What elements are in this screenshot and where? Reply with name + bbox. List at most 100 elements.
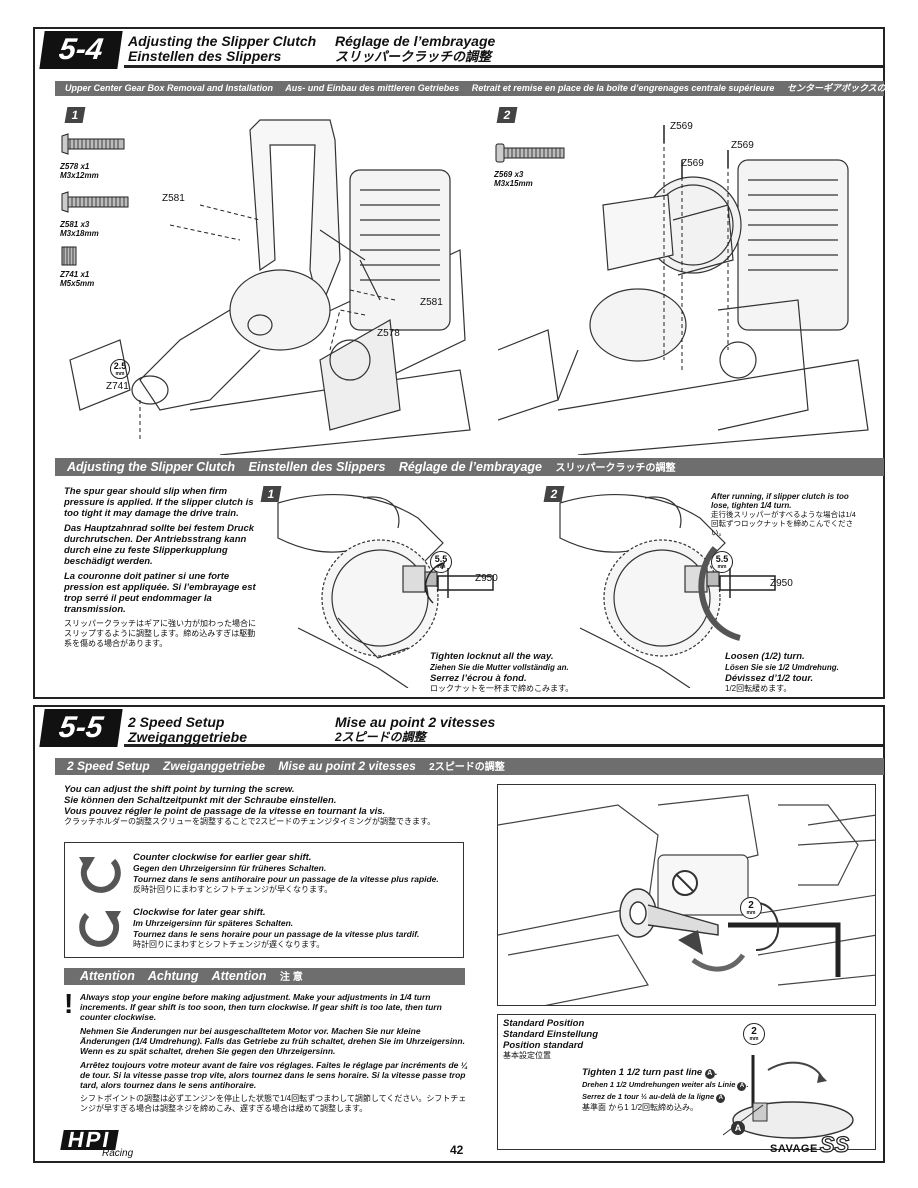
loosen-en: Loosen (1/2) turn. [725,651,805,662]
screw-z569-icon [495,143,565,163]
bar-en: 2 Speed Setup [67,759,150,773]
screw-z581-icon [61,191,129,213]
warning-exclamation-icon: ! [64,988,74,1019]
std-tighten-en: Tighten 1 1/2 turn past line A. [582,1067,718,1079]
att-en: Always stop your engine before making ad… [80,992,442,1022]
ccw-en: Counter clockwise for earlier gear shift… [133,852,312,863]
tighten-jp: ロックナットを一杯まで締めこみます。 [430,684,574,693]
intro-jp: クラッチホルダーの調整スクリューを調整することで2スピードのチェンジタイミングが… [64,817,436,826]
cw-jp: 時計回りにまわすとシフトチェンジが遅くなります。 [133,940,325,949]
attention-bar: Attention Achtung Attention 注 意 [64,968,465,985]
loosen-fr: Dévissez d’1/2 tour. [725,673,814,684]
slipper-loosen-illustration [559,493,776,688]
intro-en: The spur gear should slip when firm pres… [64,486,254,519]
intro-jp: スリッパークラッチはギアに強い力が加わった場合にスリップするように調整します。締… [64,619,256,648]
subheader-bar-gearbox: Upper Center Gear Box Removal and Instal… [55,81,918,96]
2speed-adjust-illustration [498,794,875,1005]
page-number: 42 [450,1143,464,1157]
ccw-text: Counter clockwise for earlier gear shift… [133,852,453,895]
std-tighten-fr: Serrez de 1 tour ½ au-delà de la ligne A [582,1091,762,1103]
section-title-left: 2 Speed Setup Zweiganggetriebe [128,715,247,745]
bar-fr: Réglage de l’embrayage [398,460,543,474]
callout-z569-a: Z569 [670,121,693,132]
intro-de: Sie können den Schaltzeitpunkt mit der S… [64,795,337,806]
section-title-left: Adjusting the Slipper Clutch Einstellen … [128,34,316,64]
title-de: Zweiganggetriebe [128,729,248,745]
title-rule [124,744,884,747]
counter-clockwise-icon [79,857,121,893]
subheader-bar-2speed: 2 Speed Setup Zweiganggetriebe Mise au p… [55,758,884,775]
bar-de: Einstellen des Slippers [248,460,386,474]
std-tighten-de: Drehen 1 1/2 Umdrehungen weiter als Lini… [582,1080,749,1091]
standard-position-illustration [723,1055,854,1139]
att-de: Nehmen Sie Änderungen nur bei ausgeschal… [80,1026,465,1056]
callout-z741: Z741 [106,381,129,392]
slipper-intro: The spur gear should slip when firm pres… [64,486,259,649]
title-fr: Mise au point 2 vitesses [335,714,496,730]
title-en: Adjusting the Slipper Clutch [128,33,317,49]
setscrew-z741-icon [61,246,77,266]
loosen-jp: 1/2回転緩めます。 [725,684,792,693]
att-fr: Arrêtez toujours votre moteur avant de f… [80,1060,468,1090]
intro-en: You can adjust the shift point by turnin… [64,784,295,795]
attention-fr: Attention [211,969,267,983]
gearbox-removal-illustration [69,119,471,455]
marker-a-icon: A [704,1069,715,1079]
hpi-racing-logo: HPI Racing [60,1127,162,1159]
slipper-tighten-illustration [277,493,494,688]
tighten-instructions: Tighten locknut all the way. Ziehen Sie … [430,651,585,694]
marker-a-icon-large: A [731,1121,745,1135]
callout-z581-a: Z581 [162,193,185,204]
ccw-fr: Tournez dans le sens antihoraire pour un… [133,874,439,884]
rotation-direction-box: Counter clockwise for earlier gear shift… [64,842,464,958]
callout-z581-b: Z581 [420,297,443,308]
callout-z569-c: Z569 [681,158,704,169]
std-tighten-jp: 基準面 から1 1/2回転締め込み。 [582,1103,699,1112]
std-en: Standard Position [503,1018,585,1029]
std-jp: 基本設定位置 [503,1051,551,1060]
tighten-de: Ziehen Sie die Mutter vollständig an. [430,663,569,672]
tool-z950-a: Z950 [475,573,498,584]
subheader-bar-slipper: Adjusting the Slipper Clutch Einstellen … [55,458,884,476]
bar-de: Zweiganggetriebe [163,759,266,773]
cw-de: Im Uhrzeigersinn für späteres Schalten. [133,918,294,928]
bar-fr: Retrait et remise en place de la boîte d… [471,83,775,93]
title-jp: スリッパークラッチの調整 [335,49,492,64]
tool-z950-b: Z950 [770,578,793,589]
att-jp: シフトポイントの調整は必ずエンジンを停止した状態で1/4回転ずつまわして調節して… [80,1094,467,1113]
title-jp: 2スピードの調整 [335,730,426,744]
after-jp: 走行後スリッパーがすべるような場合は1/4回転ずつロックナットを締めこんでくださ… [711,510,856,537]
section-number: 5-5 [39,709,123,747]
savage-ss-logo: SAVAGESS [770,1131,850,1157]
tighten-fr: Serrez l’écrou à fond. [430,673,527,684]
shift-intro: You can adjust the shift point by turnin… [64,784,494,827]
gearbox-installation-illustration [498,125,869,455]
attention-jp: 注 意 [279,972,303,983]
title-fr: Réglage de l’embrayage [335,33,496,49]
title-rule [124,65,884,68]
cw-fr: Tournez dans le sens horaire pour un pas… [133,929,420,939]
intro-fr: La couronne doit patiner si une forte pr… [64,571,256,615]
standard-position-title: Standard Position Standard Einstellung P… [503,1018,598,1061]
bar-jp: 2スピードの調整 [429,762,505,773]
title-en: 2 Speed Setup [128,714,225,730]
cw-en: Clockwise for later gear shift. [133,907,266,918]
title-de: Einstellen des Slippers [128,48,282,64]
attention-de: Achtung [147,969,199,983]
bar-fr: Mise au point 2 vitesses [278,759,416,773]
callout-z578: Z578 [377,328,400,339]
after-en: After running, if slipper clutch is too … [711,492,849,510]
bar-de: Aus- und Einbau des mittleren Getriebes [285,83,460,93]
bar-jp: スリッパークラッチの調整 [555,463,676,474]
